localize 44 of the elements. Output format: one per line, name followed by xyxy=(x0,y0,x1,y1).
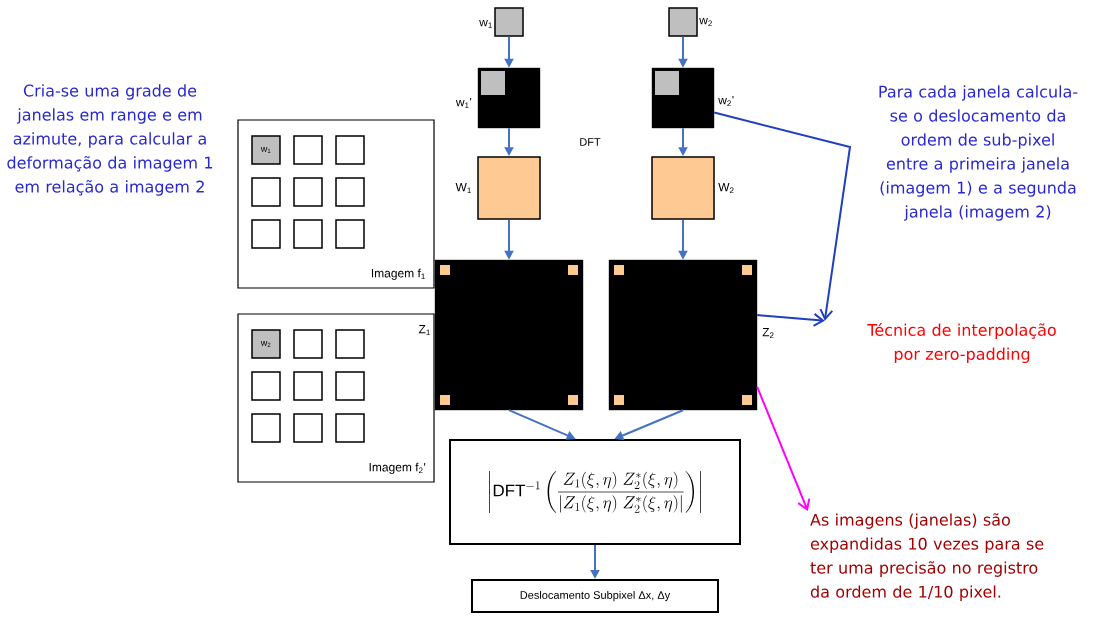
grid-cell xyxy=(251,413,281,443)
grid-cell xyxy=(293,135,323,165)
zero-padded-spectrum xyxy=(434,259,584,411)
padded-window xyxy=(477,67,541,129)
grid-cell xyxy=(335,177,365,207)
window-square xyxy=(494,7,524,37)
window-label: W$_{1}$ xyxy=(455,183,471,194)
window-square xyxy=(668,7,698,37)
arrow xyxy=(713,111,852,321)
zero-padded-spectrum xyxy=(608,259,758,411)
left-note: Cria-se uma grade de janelas em range e em azimute, para calcular a deformação da imagem 1 em relação a imagem 2 xyxy=(7,84,213,196)
grid-cell xyxy=(335,413,365,443)
window-label: Z$_{1}$ xyxy=(418,325,430,336)
grid-cell xyxy=(293,219,323,249)
window-label: Z$_{2}$ xyxy=(762,328,774,339)
grid-cell xyxy=(335,371,365,401)
grid-cell xyxy=(293,329,323,359)
window-label: w$_{2}$ xyxy=(699,17,712,27)
grid-cell xyxy=(335,135,365,165)
note-text: As imagens (janelas) são expandidas 10 vezes para se ter uma precisão no registro da ordem de 1/10 pixel. xyxy=(810,513,1044,601)
note-text: Técnica de interpolação por zero-padding xyxy=(867,322,1056,364)
grid-cell xyxy=(293,371,323,401)
grid-cell xyxy=(293,413,323,443)
grid-cell xyxy=(335,329,365,359)
result-box: Deslocamento Subpixel Δx, Δy xyxy=(471,579,719,613)
grid-cell xyxy=(293,177,323,207)
padded-window xyxy=(651,67,715,129)
spectrum-square xyxy=(651,156,715,220)
window-label: W$_{2}$ xyxy=(718,183,734,194)
grid-cell xyxy=(251,219,281,249)
spectrum-square xyxy=(477,156,541,220)
grid-cell: w$_{1}$ xyxy=(251,135,281,165)
window-label: w$_{1}$ xyxy=(479,19,492,29)
formula-box: $\left|\mathrm{DFT}^{-1}\left(\frac{Z_1(\xi,\eta)\;Z_2^*(\xi,\eta)}{\left|Z_1(\xi,\eta)\;Z_2^*(\xi,\eta)\right|}\right)\right|$ xyxy=(449,439,741,545)
grid-cell xyxy=(335,219,365,249)
grid-cell xyxy=(251,371,281,401)
window-label: w$_{2}$' xyxy=(718,96,734,107)
window-label: w$_{1}$' xyxy=(455,98,472,109)
arrow xyxy=(756,312,825,327)
dft-label: DFT xyxy=(580,138,601,146)
right-note: Para cada janela calcula-se o deslocamento da ordem de sub-pixel entre a primeira janela (imagem 1) e a segunda janela (imagem 2) xyxy=(879,85,1078,221)
arrow xyxy=(756,385,811,511)
grid-cell: w$_{2}$ xyxy=(251,329,281,359)
grid-cell xyxy=(251,177,281,207)
